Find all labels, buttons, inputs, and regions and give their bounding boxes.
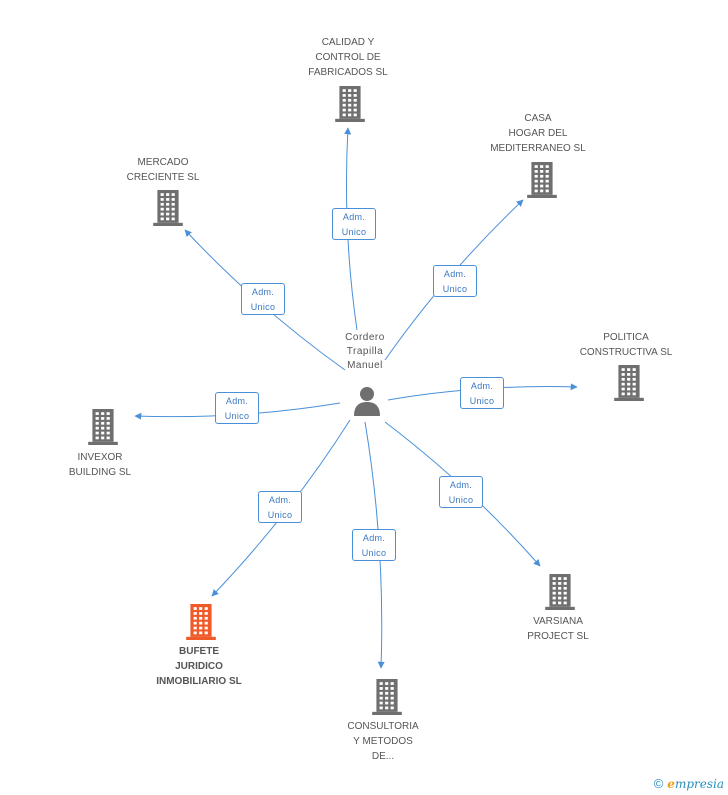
building-icon[interactable] — [184, 604, 218, 640]
edge-label-casa[interactable]: Adm. Unico — [433, 265, 477, 297]
brand-logo: empresia — [667, 776, 724, 791]
edge-label-bufete[interactable]: Adm. Unico — [258, 491, 302, 523]
edge-label-politica[interactable]: Adm. Unico — [460, 377, 504, 409]
company-label-bufete[interactable]: BUFETE JURIDICO INMOBILIARIO SL — [156, 646, 242, 687]
building-icon[interactable] — [151, 190, 185, 226]
building-icon[interactable] — [333, 86, 367, 122]
company-label-mercado[interactable]: MERCADO CRECIENTE SL — [126, 157, 200, 183]
building-icon[interactable] — [370, 679, 404, 715]
edge-label-mercado[interactable]: Adm. Unico — [241, 283, 285, 315]
edge-label-invexor[interactable]: Adm. Unico — [215, 392, 259, 424]
edge-label-consultoria[interactable]: Adm. Unico — [352, 529, 396, 561]
building-icon[interactable] — [525, 162, 559, 198]
company-label-varsiana[interactable]: VARSIANA PROJECT SL — [527, 616, 589, 642]
person-icon[interactable] — [352, 385, 382, 417]
edge-label-calidad[interactable]: Adm. Unico — [332, 208, 376, 240]
building-icon[interactable] — [543, 574, 577, 610]
edge-label-varsiana[interactable]: Adm. Unico — [439, 476, 483, 508]
copyright-symbol: © — [653, 776, 664, 791]
company-label-invexor[interactable]: INVEXOR BUILDING SL — [68, 452, 132, 478]
footer-brand[interactable]: © empresia — [654, 776, 724, 791]
person-name[interactable]: Cordero Trapilla Manuel — [345, 332, 385, 371]
building-icon[interactable] — [86, 409, 120, 445]
building-icon[interactable] — [612, 365, 646, 401]
company-label-consultoria[interactable]: CONSULTORIA Y METODOS DE... — [347, 721, 419, 762]
company-label-casa[interactable]: CASA HOGAR DEL MEDITERRANEO SL — [490, 113, 586, 154]
company-label-calidad[interactable]: CALIDAD Y CONTROL DE FABRICADOS SL — [308, 37, 388, 78]
company-label-politica[interactable]: POLITICA CONSTRUCTIVA SL — [579, 332, 673, 358]
